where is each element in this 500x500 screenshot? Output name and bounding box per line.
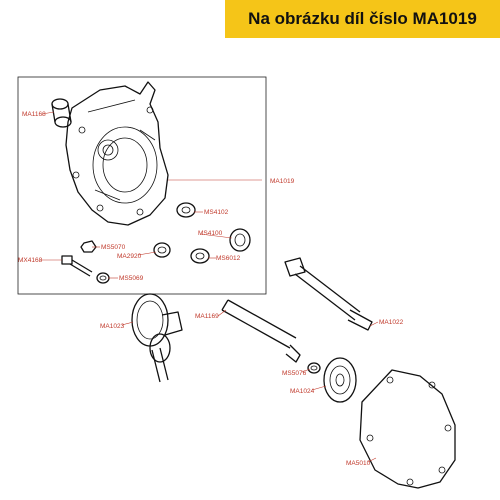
label-ma1168: MA1168 [22, 111, 46, 118]
label-mx4168: MX4168 [18, 257, 43, 264]
label-ma5010: MA5010 [346, 460, 371, 467]
label-ms5070: MS5070 [101, 244, 126, 251]
label-ma1022: MA1022 [379, 319, 404, 326]
washer-ms5069 [96, 272, 110, 284]
case-frame [17, 76, 267, 295]
label-ms6012: MS6012 [216, 255, 241, 262]
gasket-ma5010 [359, 369, 456, 489]
shaft-ma1022 [284, 257, 373, 331]
label-ma2920: MA2920 [117, 253, 142, 260]
gear-ma1023 [131, 293, 183, 383]
label-ma1019: MA1019 [270, 178, 295, 185]
label-ms5069: MS5069 [119, 275, 144, 282]
crankcase-part [65, 81, 169, 226]
label-ms5076: MS5076 [282, 370, 307, 377]
label-ms4100: MS4100 [198, 230, 223, 237]
bearing-ma2920 [153, 242, 171, 258]
bushing-part [51, 98, 72, 128]
seal-ms4100 [229, 228, 251, 252]
label-ma1024: MA1024 [290, 388, 315, 395]
label-ma1169: MA1169 [195, 313, 219, 320]
washer-ms5076 [307, 362, 321, 374]
header-banner: Na obrázku díl číslo MA1019 [225, 0, 500, 38]
label-ms4102: MS4102 [204, 209, 229, 216]
bearing-ms4102 [176, 202, 196, 218]
nut-ms5070 [80, 240, 97, 253]
gear-ma1024 [323, 357, 357, 403]
shaft-ma1169 [221, 299, 301, 363]
bolt-mx4168 [61, 255, 93, 277]
header-text: Na obrázku díl číslo MA1019 [248, 9, 477, 28]
label-ma1023: MA1023 [100, 323, 125, 330]
bearing-ms6012 [190, 248, 210, 264]
